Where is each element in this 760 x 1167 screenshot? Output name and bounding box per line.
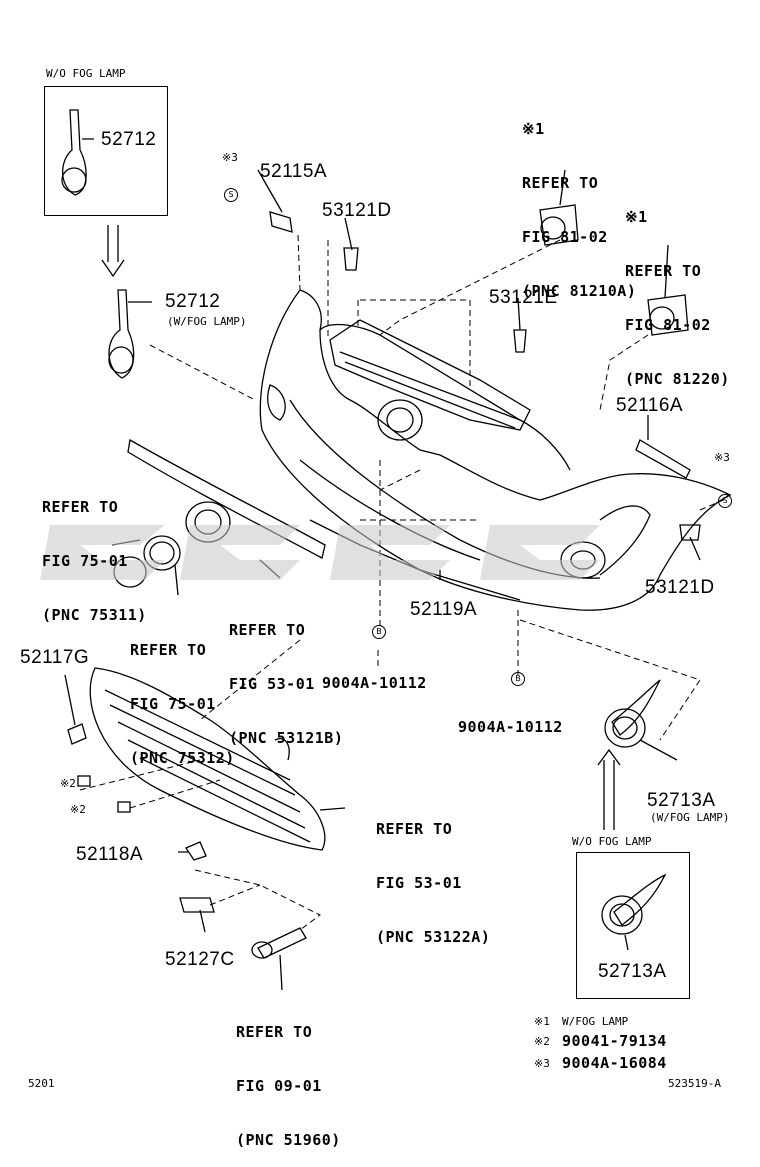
ref-line: FIG 75-01	[130, 695, 216, 713]
ref-line: FIG 53-01	[376, 874, 462, 892]
part-52115A: 52115A	[260, 161, 328, 182]
circle-s-top: S	[224, 188, 238, 202]
ref-51960: REFER TO FIG 09-01 (PNC 51960)	[236, 987, 341, 1167]
note-mark-2-b: ※2	[70, 803, 86, 816]
legend-text-1: W/FOG LAMP	[562, 1015, 629, 1028]
ref-line: ※1	[522, 120, 545, 138]
legend-text-2: 90041-79134	[562, 1032, 667, 1050]
without-fog-lamp-box-left	[44, 86, 168, 216]
upper-grille	[329, 319, 531, 431]
box-caption-right: W/O FOG LAMP	[572, 835, 652, 848]
circle-b-right: B	[511, 672, 525, 686]
bumper-cover	[259, 289, 732, 611]
legend-mark-2: ※2	[534, 1035, 550, 1048]
part-53121E: 53121E	[489, 287, 558, 308]
ref-line: (PNC 81210A)	[522, 282, 637, 300]
note-mark-2-a: ※2	[60, 777, 76, 790]
circle-s-right: S	[718, 494, 732, 508]
ref-line: (PNC 81220)	[625, 370, 730, 388]
part-53121D-right: 53121D	[645, 577, 715, 598]
legend-mark-1: ※1	[534, 1015, 550, 1028]
page-code: 5201	[28, 1077, 55, 1090]
part-52117G: 52117G	[20, 647, 90, 668]
ref-line: ※1	[625, 208, 648, 226]
ref-line: FIG 53-01	[229, 675, 315, 693]
note-mark-3-top: ※3	[222, 151, 238, 164]
fog-cover-right	[611, 679, 661, 736]
ref-line: FIG 75-01	[42, 552, 128, 570]
legend-text-3: 9004A-16084	[562, 1054, 667, 1072]
bolt-9004A-10112-left: 9004A-10112	[322, 674, 427, 692]
part-52118A: 52118A	[76, 844, 144, 865]
ref-line: (PNC 53122A)	[376, 928, 491, 946]
ref-81210A: ※1 REFER TO FIG 81-02 (PNC 81210A)	[522, 84, 636, 318]
part-52712-note: (W/FOG LAMP)	[167, 315, 247, 328]
part-52119A: 52119A	[410, 599, 478, 620]
ref-line: REFER TO	[130, 641, 207, 659]
ref-line: (PNC 51960)	[236, 1131, 341, 1149]
ref-53122A: REFER TO FIG 53-01 (PNC 53122A)	[376, 784, 490, 964]
ref-line: REFER TO	[42, 498, 119, 516]
part-52127C: 52127C	[165, 949, 235, 970]
part-52712: 52712	[165, 291, 221, 312]
parts-diagram	[40, 109, 732, 991]
part-52116A: 52116A	[616, 395, 684, 416]
lower-grille	[89, 667, 326, 851]
ref-line: (PNC 75312)	[130, 749, 235, 767]
part-53121D-top: 53121D	[322, 200, 392, 221]
legend-mark-3: ※3	[534, 1057, 550, 1070]
ref-line: (PNC 53121B)	[229, 729, 344, 747]
fog-cover-wfog	[108, 289, 135, 379]
part-52712-boxed: 52712	[101, 129, 157, 150]
ref-81220: ※1 REFER TO FIG 81-02 (PNC 81220)	[625, 172, 730, 406]
ref-line: REFER TO	[625, 262, 702, 280]
ref-line: REFER TO	[376, 820, 453, 838]
circle-b-left: B	[372, 625, 386, 639]
ref-53121B: REFER TO FIG 53-01 (PNC 53121B)	[229, 585, 343, 765]
ref-line: FIG 81-02	[522, 228, 608, 246]
fog-cover-boxed	[61, 109, 87, 196]
ref-75312: REFER TO FIG 75-01 (PNC 75312)	[130, 605, 235, 785]
ref-line: FIG 81-02	[625, 316, 711, 334]
ref-line: FIG 09-01	[236, 1077, 322, 1095]
bolt-9004A-10112-right: 9004A-10112	[458, 718, 563, 736]
note-mark-3-right: ※3	[714, 451, 730, 464]
ref-75311: REFER TO FIG 75-01 (PNC 75311)	[42, 462, 147, 642]
ref-line: (PNC 75311)	[42, 606, 147, 624]
moulding-strip	[127, 438, 326, 559]
part-52713A: 52713A	[647, 790, 716, 811]
ref-line: REFER TO	[236, 1023, 313, 1041]
diagram-id: 523519-A	[668, 1077, 721, 1090]
without-fog-lamp-box-right	[576, 852, 690, 999]
box-caption-left: W/O FOG LAMP	[46, 67, 126, 80]
part-52713A-boxed: 52713A	[598, 961, 667, 982]
part-52713A-note: (W/FOG LAMP)	[650, 811, 730, 824]
ref-line: REFER TO	[229, 621, 306, 639]
ref-line: REFER TO	[522, 174, 599, 192]
